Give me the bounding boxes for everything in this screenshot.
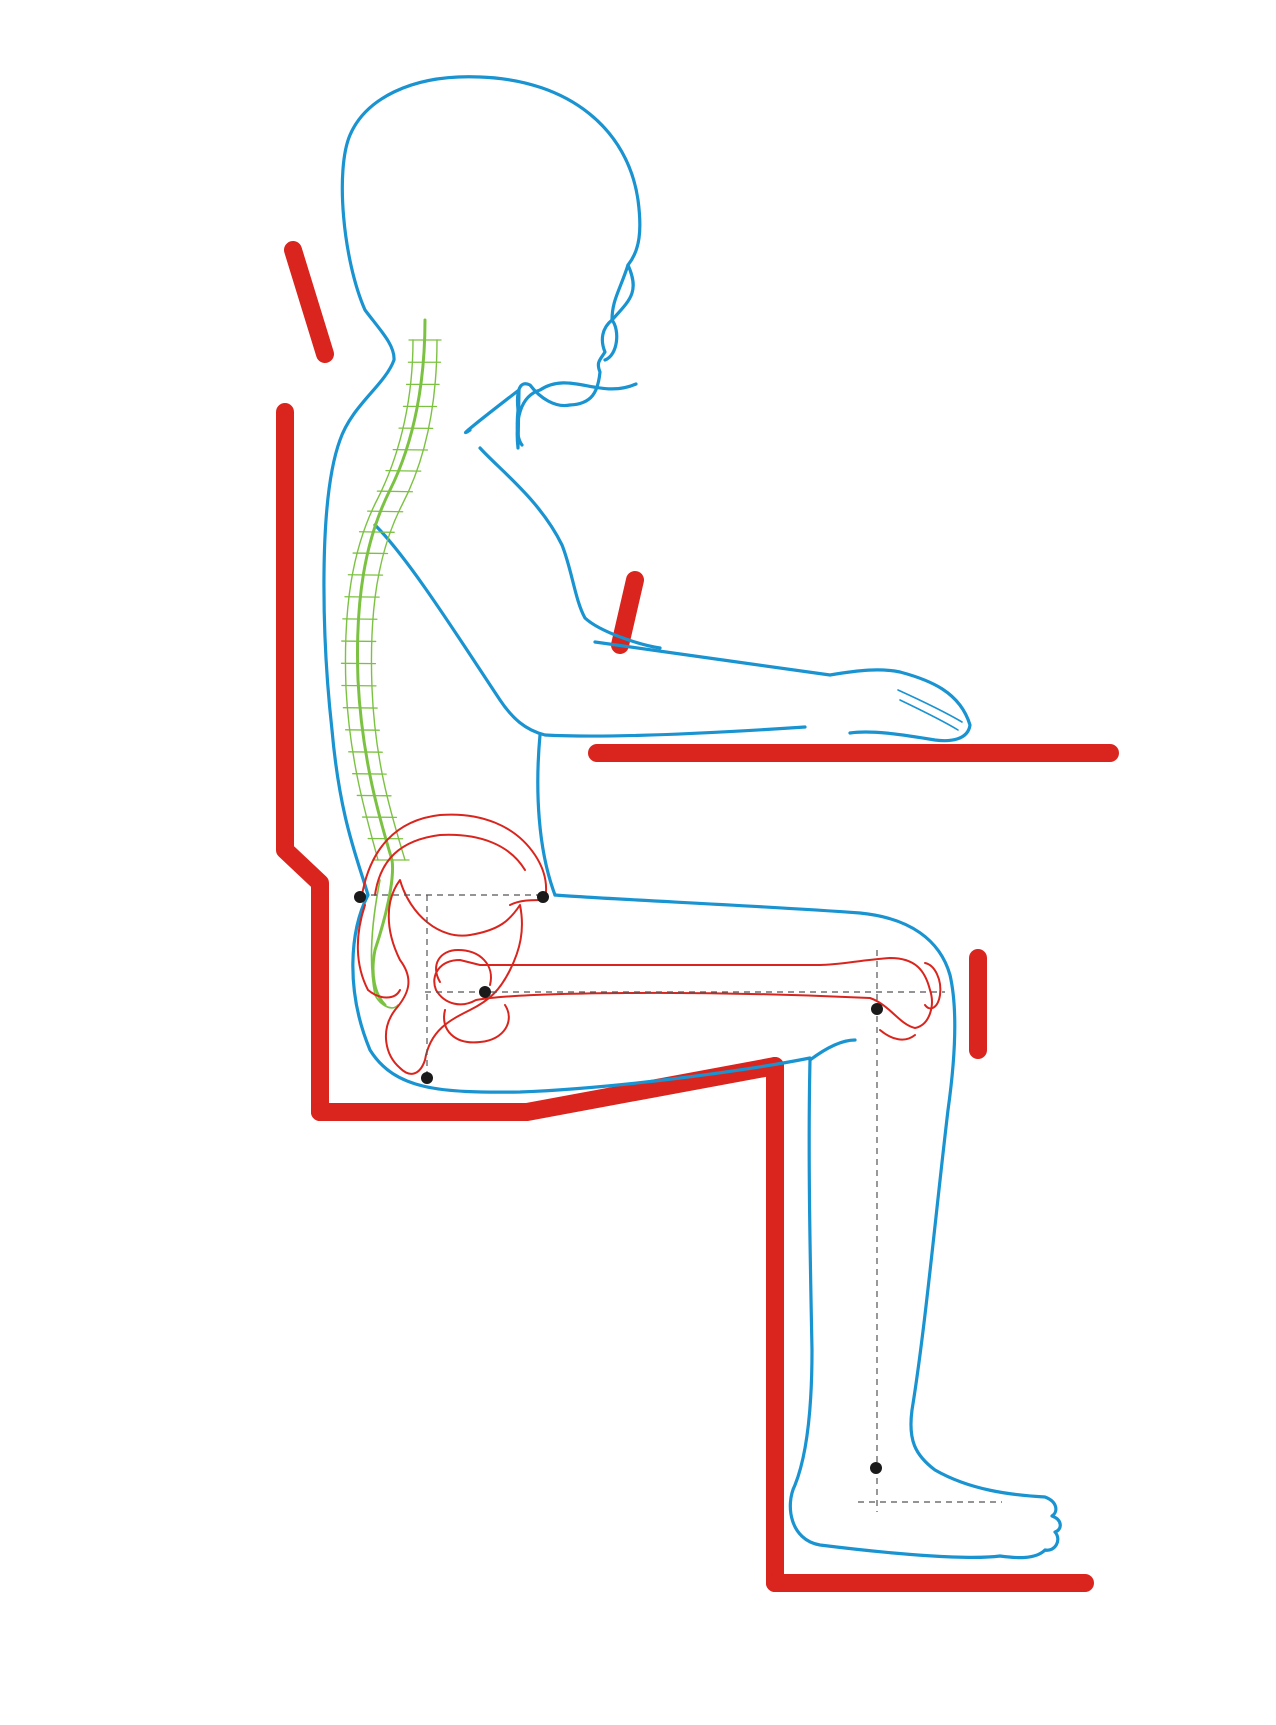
ischial-point (421, 1072, 433, 1084)
body-outline (322, 75, 1062, 1560)
patella (924, 962, 942, 1010)
spinal-cord (355, 318, 427, 1007)
thigh-top (553, 893, 1062, 1560)
sacrum (370, 879, 399, 1009)
torso-front (478, 446, 662, 650)
vertebra (367, 510, 404, 513)
femur (433, 957, 933, 1029)
seat (311, 1057, 784, 1121)
ankle-joint-point (870, 1462, 882, 1474)
pelvis-inner (374, 833, 526, 896)
calf-back (808, 1038, 857, 1062)
forearm (593, 640, 972, 743)
sacral-curve (356, 904, 401, 999)
skeleton (356, 813, 942, 1075)
joint-points (354, 891, 883, 1474)
headrest (284, 241, 334, 363)
spine (340, 318, 442, 1009)
backrest (276, 403, 329, 1121)
vertebra (385, 469, 422, 472)
spine-column-right (370, 339, 438, 861)
knee-condyle (879, 1029, 916, 1041)
furniture (276, 241, 1119, 1592)
desk-edge (611, 571, 644, 654)
head-and-back-outline (322, 75, 812, 1094)
greater-trochanter (443, 1004, 510, 1044)
knee-joint-point (871, 1003, 883, 1015)
hand-detail (897, 689, 963, 731)
pelvis-body (384, 879, 523, 1075)
belly-line (536, 733, 557, 897)
vertebra (358, 531, 395, 533)
reference-lines (360, 894, 1002, 1512)
face-profile (515, 263, 630, 447)
spine-column-left (344, 339, 414, 861)
hip-joint-point (479, 986, 491, 998)
posterior-pelvis-point (354, 891, 366, 903)
vertebra (376, 490, 414, 493)
upper-arm (373, 523, 807, 738)
anterior-pelvis-point (537, 891, 549, 903)
vertebrae (340, 339, 442, 861)
femoral-head (435, 949, 492, 986)
